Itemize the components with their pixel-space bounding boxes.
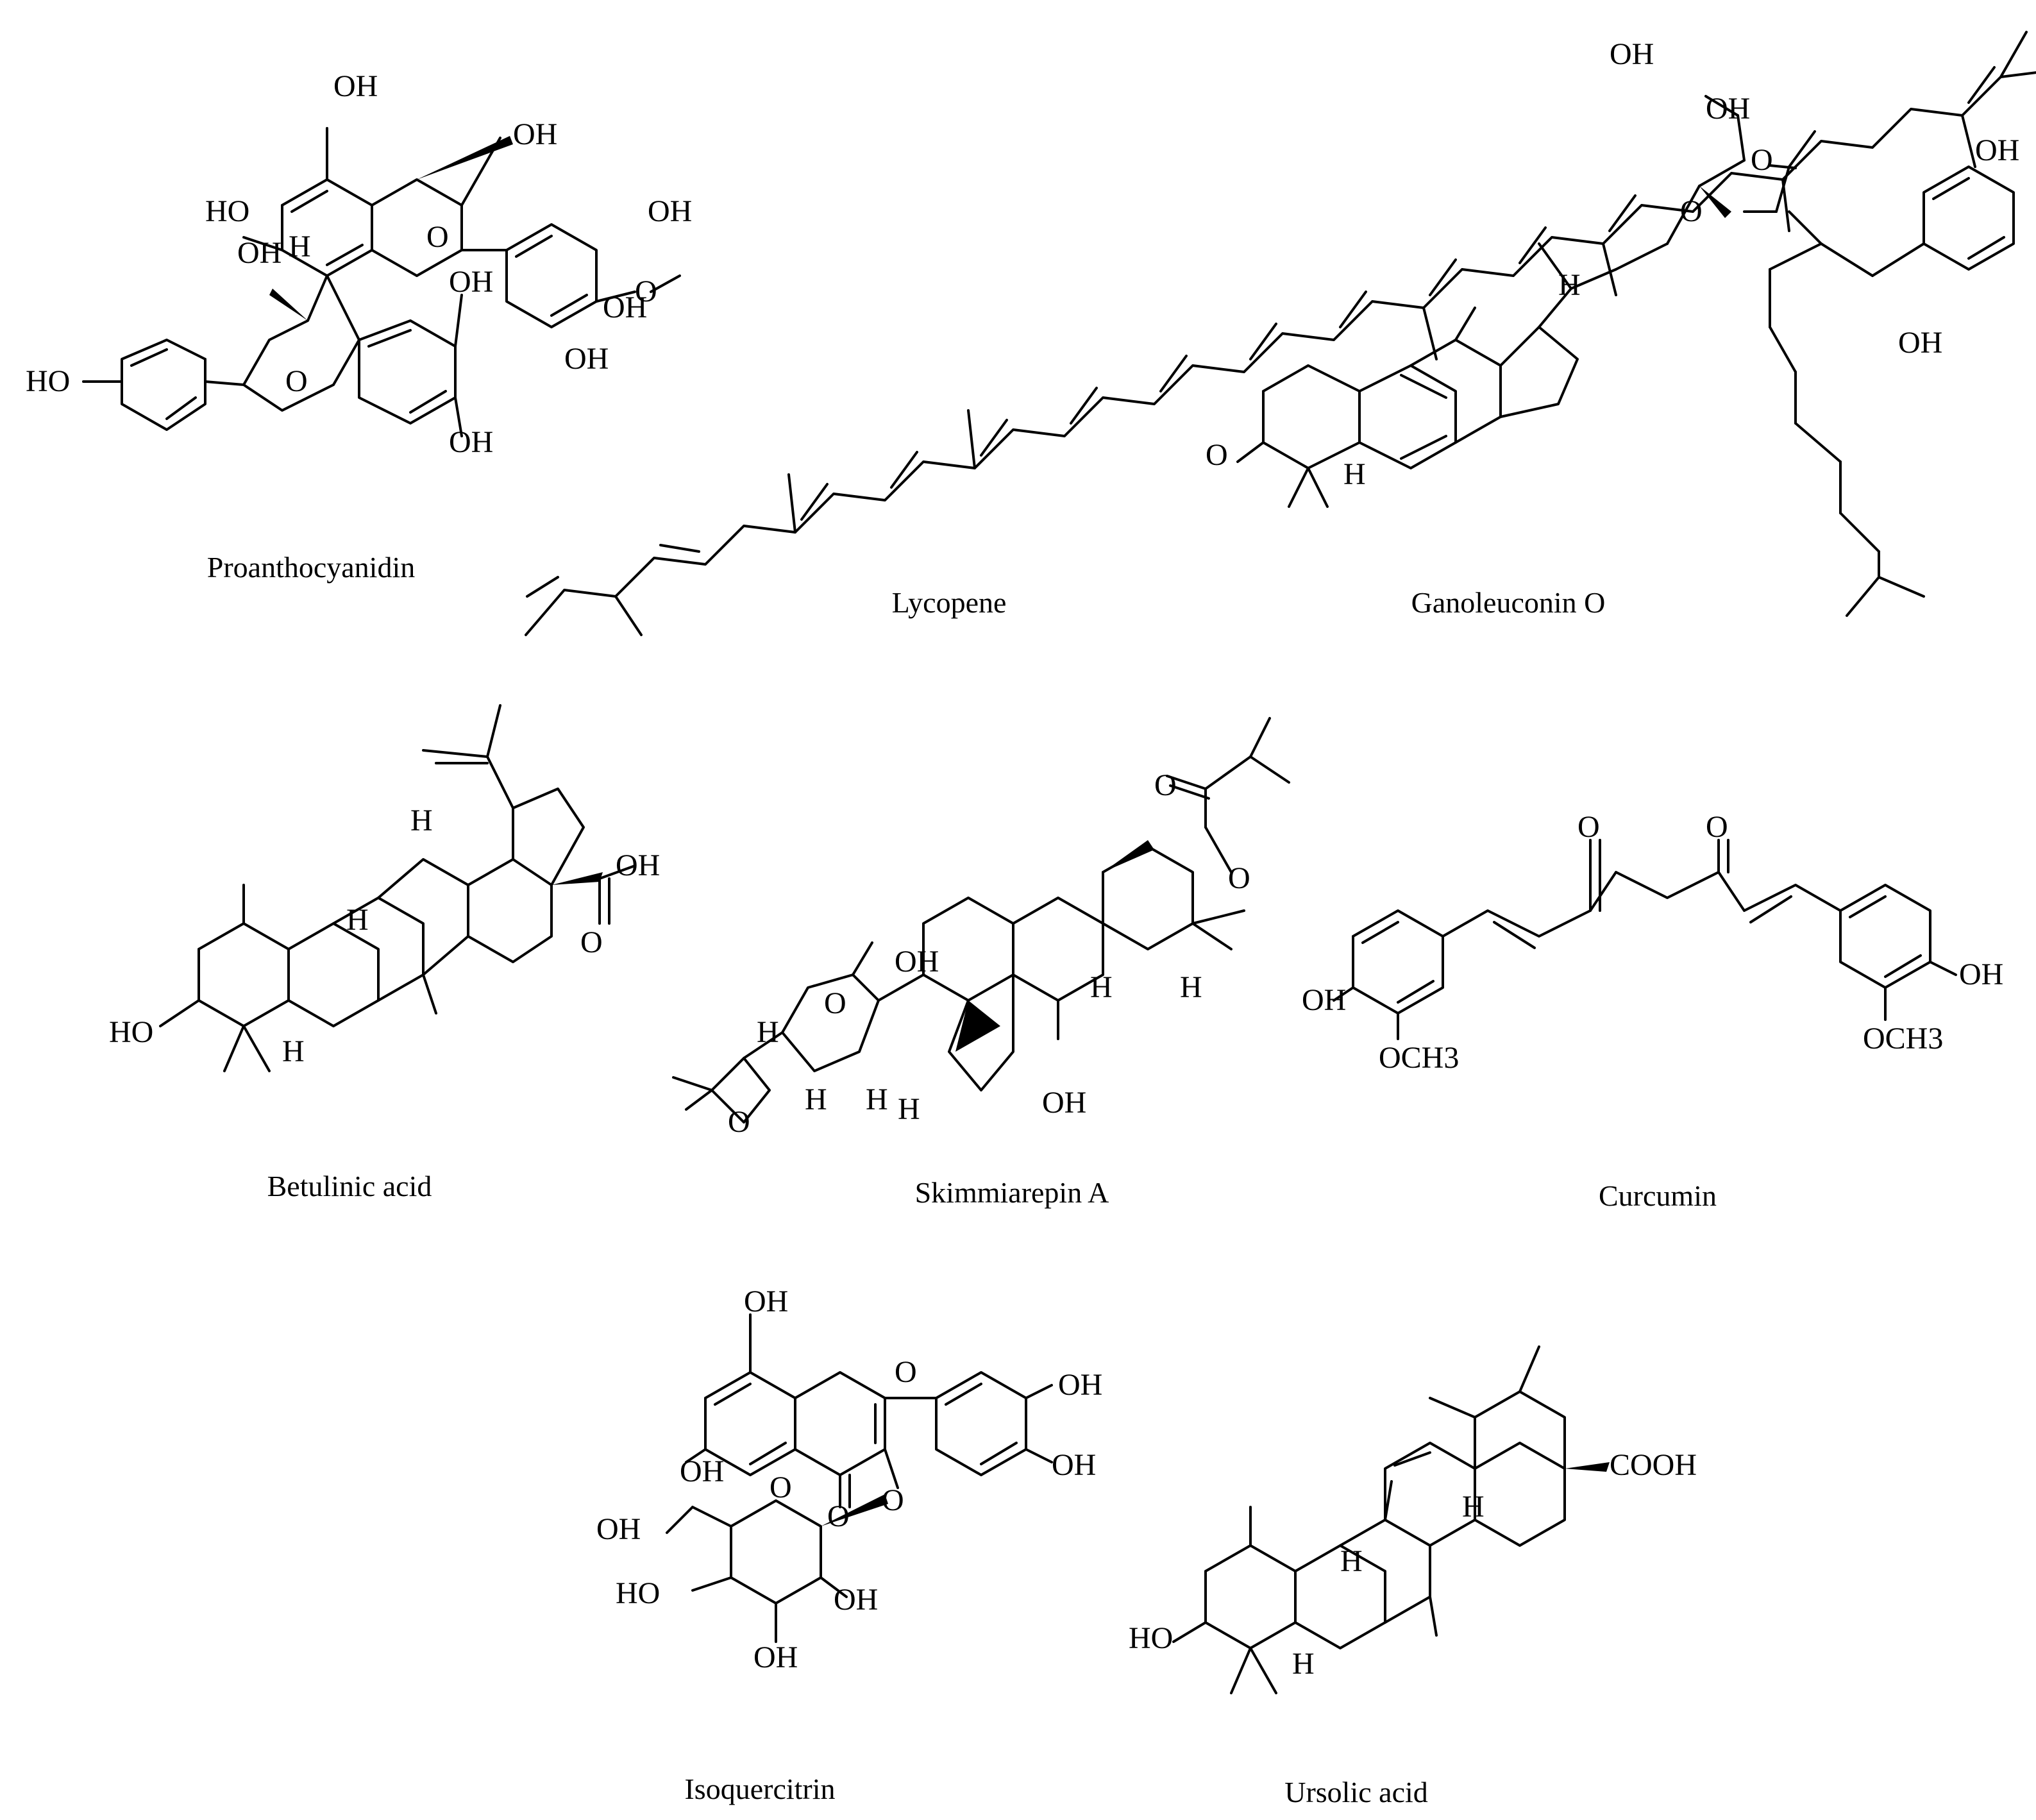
curcumin-label-2: O bbox=[1706, 810, 1728, 844]
ganoleuconin-o-label-5: OH bbox=[1975, 133, 2019, 167]
proanthocyanidin-label-4: O bbox=[426, 220, 449, 254]
isoquercitrin-atom-labels: OH OH O O OH OH OH O O HO OH OH bbox=[596, 1285, 1102, 1674]
curcumin-label-3: OH bbox=[1302, 983, 1346, 1017]
proanthocyanidin-label-3: HO bbox=[205, 194, 249, 228]
lycopene-caption: Lycopene bbox=[892, 586, 1007, 619]
compound-lycopene: Lycopene bbox=[525, 31, 2036, 636]
betulinic-acid-atom-labels: H H OH O HO H bbox=[109, 804, 660, 1068]
isoquercitrin-label-5: OH bbox=[1058, 1368, 1102, 1402]
proanthocyanidin-label-8: H bbox=[289, 230, 311, 264]
curcumin-label-4: OCH3 bbox=[1379, 1041, 1459, 1075]
betulinic-acid-label-2: H bbox=[346, 903, 369, 937]
proanthocyanidin-structure bbox=[82, 127, 681, 437]
skimmiarepin-a-label-8: H bbox=[805, 1083, 827, 1116]
skimmiarepin-a-label-10: H bbox=[898, 1092, 920, 1126]
isoquercitrin-structure bbox=[666, 1313, 1053, 1643]
proanthocyanidin-label-7: OH bbox=[449, 265, 493, 299]
skimmiarepin-a-label-5: H bbox=[1090, 970, 1113, 1004]
curcumin-atom-labels: O O OH OCH3 OH OCH3 bbox=[1302, 810, 2003, 1075]
proanthocyanidin-label-12: O bbox=[285, 364, 308, 398]
isoquercitrin-label-10: HO bbox=[616, 1576, 660, 1610]
proanthocyanidin-label-10: OH bbox=[449, 425, 493, 459]
betulinic-acid-label-4: O bbox=[580, 925, 603, 959]
betulinic-acid-structure bbox=[159, 704, 636, 1072]
ursolic-acid-atom-labels: H COOH H HO H bbox=[1129, 1448, 1697, 1681]
proanthocyanidin-label-13: OH bbox=[603, 291, 647, 324]
betulinic-acid-caption: Betulinic acid bbox=[267, 1170, 432, 1202]
ganoleuconin-o-label-6: OH bbox=[1898, 326, 1942, 360]
skimmiarepin-a-label-4: O bbox=[824, 986, 846, 1020]
ganoleuconin-o-structure bbox=[1236, 95, 2015, 617]
curcumin-caption: Curcumin bbox=[1599, 1179, 1717, 1212]
compound-ganoleuconin-o: OH OH O O OH OH H O H Ganoleuconin O bbox=[1206, 37, 2019, 619]
ursolic-acid-label-1: H bbox=[1462, 1490, 1485, 1524]
skimmiarepin-a-label-11: O bbox=[728, 1105, 750, 1139]
isoquercitrin-label-12: OH bbox=[753, 1640, 798, 1674]
skimmiarepin-a-label-3: OH bbox=[895, 945, 939, 979]
proanthocyanidin-label-11: HO bbox=[26, 364, 70, 398]
proanthocyanidin-label-6: OH bbox=[564, 342, 609, 376]
compound-skimmiarepin-a: O O OH O H H H H H H O OH Skimmiarepin A bbox=[672, 717, 1290, 1209]
ganoleuconin-o-label-9: H bbox=[1343, 457, 1366, 491]
skimmiarepin-a-label-1: O bbox=[1154, 768, 1177, 802]
ursolic-acid-label-2: COOH bbox=[1610, 1448, 1697, 1482]
curcumin-label-6: OCH3 bbox=[1863, 1022, 1943, 1056]
ganoleuconin-o-label-3: O bbox=[1751, 143, 1773, 177]
skimmiarepin-a-label-6: H bbox=[1180, 970, 1202, 1004]
compound-ursolic-acid: H COOH H HO H Ursolic acid bbox=[1129, 1345, 1697, 1808]
proanthocyanidin-label-14: O bbox=[635, 274, 657, 308]
isoquercitrin-label-7: OH bbox=[596, 1512, 641, 1546]
ursolic-acid-label-5: H bbox=[1292, 1647, 1315, 1681]
ganoleuconin-o-label-1: OH bbox=[1610, 37, 1654, 71]
proanthocyanidin-label-1: OH bbox=[333, 69, 378, 103]
isoquercitrin-caption: Isoquercitrin bbox=[684, 1773, 835, 1805]
skimmiarepin-a-atom-labels: O O OH O H H H H H H O OH bbox=[728, 768, 1250, 1139]
ganoleuconin-o-label-7: H bbox=[1558, 268, 1581, 302]
proanthocyanidin-label-9: OH bbox=[237, 236, 282, 270]
ganoleuconin-o-label-2: OH bbox=[1706, 92, 1750, 126]
skimmiarepin-a-label-7: H bbox=[757, 1015, 779, 1049]
curcumin-label-1: O bbox=[1577, 810, 1600, 844]
isoquercitrin-label-11: OH bbox=[834, 1583, 878, 1617]
skimmiarepin-a-label-12: OH bbox=[1042, 1086, 1086, 1120]
skimmiarepin-a-structure bbox=[672, 717, 1290, 1124]
betulinic-acid-label-1: H bbox=[410, 804, 433, 838]
proanthocyanidin-caption: Proanthocyanidin bbox=[207, 551, 416, 584]
curcumin-structure bbox=[1333, 839, 1957, 1040]
ursolic-acid-label-4: HO bbox=[1129, 1621, 1173, 1655]
ursolic-acid-structure bbox=[1172, 1345, 1610, 1694]
betulinic-acid-label-6: H bbox=[282, 1034, 305, 1068]
betulinic-acid-label-5: HO bbox=[109, 1015, 153, 1049]
isoquercitrin-label-4: O bbox=[827, 1499, 850, 1533]
skimmiarepin-a-caption: Skimmiarepin A bbox=[915, 1176, 1109, 1209]
ursolic-acid-caption: Ursolic acid bbox=[1284, 1776, 1428, 1808]
compound-betulinic-acid: H H OH O HO H Betulinic acid bbox=[109, 704, 660, 1202]
skimmiarepin-a-label-2: O bbox=[1228, 861, 1250, 895]
proanthocyanidin-label-5: OH bbox=[648, 194, 692, 228]
lycopene-structure bbox=[525, 31, 2036, 636]
isoquercitrin-label-9: O bbox=[882, 1483, 904, 1517]
ganoleuconin-o-atom-labels: OH OH O O OH OH H O H bbox=[1206, 37, 2019, 491]
isoquercitrin-label-2: OH bbox=[680, 1454, 724, 1488]
betulinic-acid-label-3: OH bbox=[616, 848, 660, 882]
proanthocyanidin-atom-labels: OH OH HO O OH OH OH H OH OH HO O OH O bbox=[26, 69, 692, 459]
isoquercitrin-label-8: O bbox=[770, 1470, 792, 1504]
ganoleuconin-o-label-4: O bbox=[1680, 194, 1703, 228]
isoquercitrin-label-3: O bbox=[895, 1355, 917, 1389]
skimmiarepin-a-label-9: H bbox=[866, 1083, 888, 1116]
compound-proanthocyanidin: OH OH HO O OH OH OH H OH OH HO O OH O Pr… bbox=[26, 69, 692, 584]
curcumin-label-5: OH bbox=[1959, 957, 2003, 991]
ursolic-acid-label-3: H bbox=[1340, 1544, 1363, 1578]
isoquercitrin-label-6: OH bbox=[1052, 1448, 1096, 1482]
ganoleuconin-o-caption: Ganoleuconin O bbox=[1411, 586, 1606, 619]
compound-curcumin: O O OH OCH3 OH OCH3 Curcumin bbox=[1302, 810, 2003, 1212]
isoquercitrin-label-1: OH bbox=[744, 1285, 788, 1319]
compound-isoquercitrin: OH OH O O OH OH OH O O HO OH OH Isoquerc… bbox=[596, 1285, 1102, 1805]
proanthocyanidin-label-2: OH bbox=[513, 117, 557, 151]
ganoleuconin-o-label-8: O bbox=[1206, 438, 1228, 472]
